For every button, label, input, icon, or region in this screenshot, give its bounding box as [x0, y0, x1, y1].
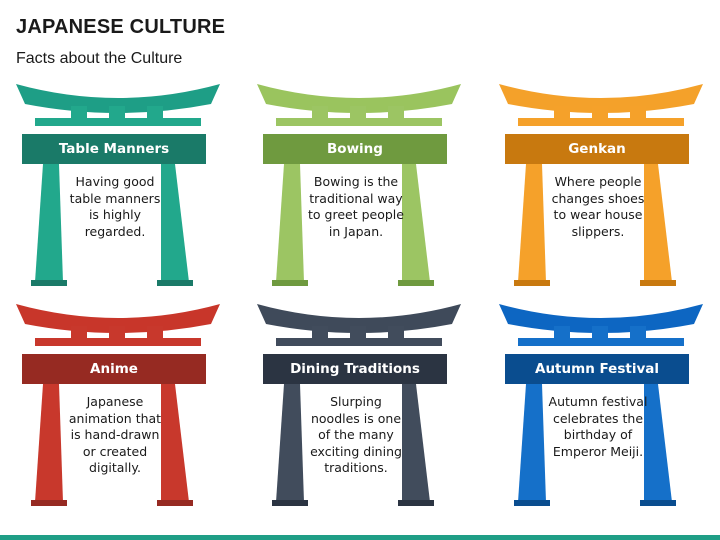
torii-right-pillar — [644, 164, 672, 282]
torii-left-base — [31, 280, 67, 286]
torii-left-base — [514, 280, 550, 286]
torii-left-pillar — [518, 384, 546, 502]
torii-label-band — [22, 134, 206, 164]
torii-gate-icon — [16, 304, 220, 506]
torii-gate-icon — [257, 304, 461, 506]
torii-post — [554, 326, 570, 340]
torii-top-beam — [257, 84, 461, 113]
gate-description: Bowing is the traditional way to greet p… — [308, 174, 404, 239]
torii-left-pillar — [276, 384, 304, 502]
torii-crossbeam — [276, 338, 442, 346]
torii-left-pillar — [276, 164, 304, 282]
torii-post — [592, 106, 608, 120]
torii-left-pillar — [518, 164, 546, 282]
torii-right-pillar — [644, 384, 672, 502]
torii-gate-icon — [499, 304, 703, 506]
gate-label: Autumn Festival — [535, 361, 659, 377]
torii-top-beam — [499, 84, 703, 113]
torii-post — [592, 326, 608, 340]
page-title: JAPANESE CULTURE — [16, 16, 226, 38]
torii-post — [388, 106, 404, 120]
torii-post — [630, 106, 646, 120]
gate-label: Table Manners — [58, 141, 170, 157]
torii-left-base — [514, 500, 550, 506]
torii-right-base — [640, 280, 676, 286]
torii-right-pillar — [402, 164, 430, 282]
torii-gate-icon — [499, 84, 703, 286]
torii-left-pillar — [35, 384, 63, 502]
gate-label: Dining Traditions — [290, 361, 420, 377]
torii-post — [147, 106, 163, 120]
torii-post — [71, 106, 87, 120]
gate-description: Having good table manners is highly rega… — [69, 174, 161, 239]
gate-description: Where people changes shoes to wear house… — [551, 174, 645, 239]
torii-post — [71, 326, 87, 340]
torii-crossbeam — [276, 118, 442, 126]
torii-left-base — [272, 280, 308, 286]
torii-right-base — [157, 280, 193, 286]
torii-top-beam — [16, 304, 220, 333]
torii-right-pillar — [161, 384, 189, 502]
torii-left-pillar — [35, 164, 63, 282]
torii-post — [388, 326, 404, 340]
torii-right-pillar — [161, 164, 189, 282]
torii-right-pillar — [402, 384, 430, 502]
torii-gate-icon — [16, 84, 220, 286]
torii-post — [350, 106, 366, 120]
torii-label-band — [263, 354, 447, 384]
torii-label-band — [505, 354, 689, 384]
torii-label-band — [22, 354, 206, 384]
gate-description: Slurping noodles is one of the many exci… — [310, 394, 402, 475]
gate-description: Autumn festival celebrates the birthday … — [548, 394, 648, 459]
torii-label-band — [263, 134, 447, 164]
gate-label: Genkan — [568, 141, 626, 157]
gate-label: Anime — [90, 361, 138, 377]
torii-post — [109, 106, 125, 120]
bottom-accent-bar — [0, 535, 720, 540]
torii-post — [109, 326, 125, 340]
torii-left-base — [272, 500, 308, 506]
page-subtitle: Facts about the Culture — [16, 50, 183, 67]
torii-post — [147, 326, 163, 340]
torii-crossbeam — [518, 118, 684, 126]
torii-crossbeam — [35, 118, 201, 126]
torii-post — [554, 106, 570, 120]
torii-top-beam — [257, 304, 461, 333]
gate-description: Japanese animation that is hand-drawn or… — [68, 394, 162, 475]
torii-crossbeam — [518, 338, 684, 346]
torii-right-base — [398, 280, 434, 286]
torii-post — [350, 326, 366, 340]
gate-label: Bowing — [327, 141, 383, 157]
torii-label-band — [505, 134, 689, 164]
torii-top-beam — [499, 304, 703, 333]
torii-post — [312, 106, 328, 120]
torii-top-beam — [16, 84, 220, 113]
torii-right-base — [157, 500, 193, 506]
torii-crossbeam — [35, 338, 201, 346]
torii-post — [312, 326, 328, 340]
torii-right-base — [640, 500, 676, 506]
torii-gate-icon — [257, 84, 461, 286]
torii-right-base — [398, 500, 434, 506]
torii-post — [630, 326, 646, 340]
torii-left-base — [31, 500, 67, 506]
